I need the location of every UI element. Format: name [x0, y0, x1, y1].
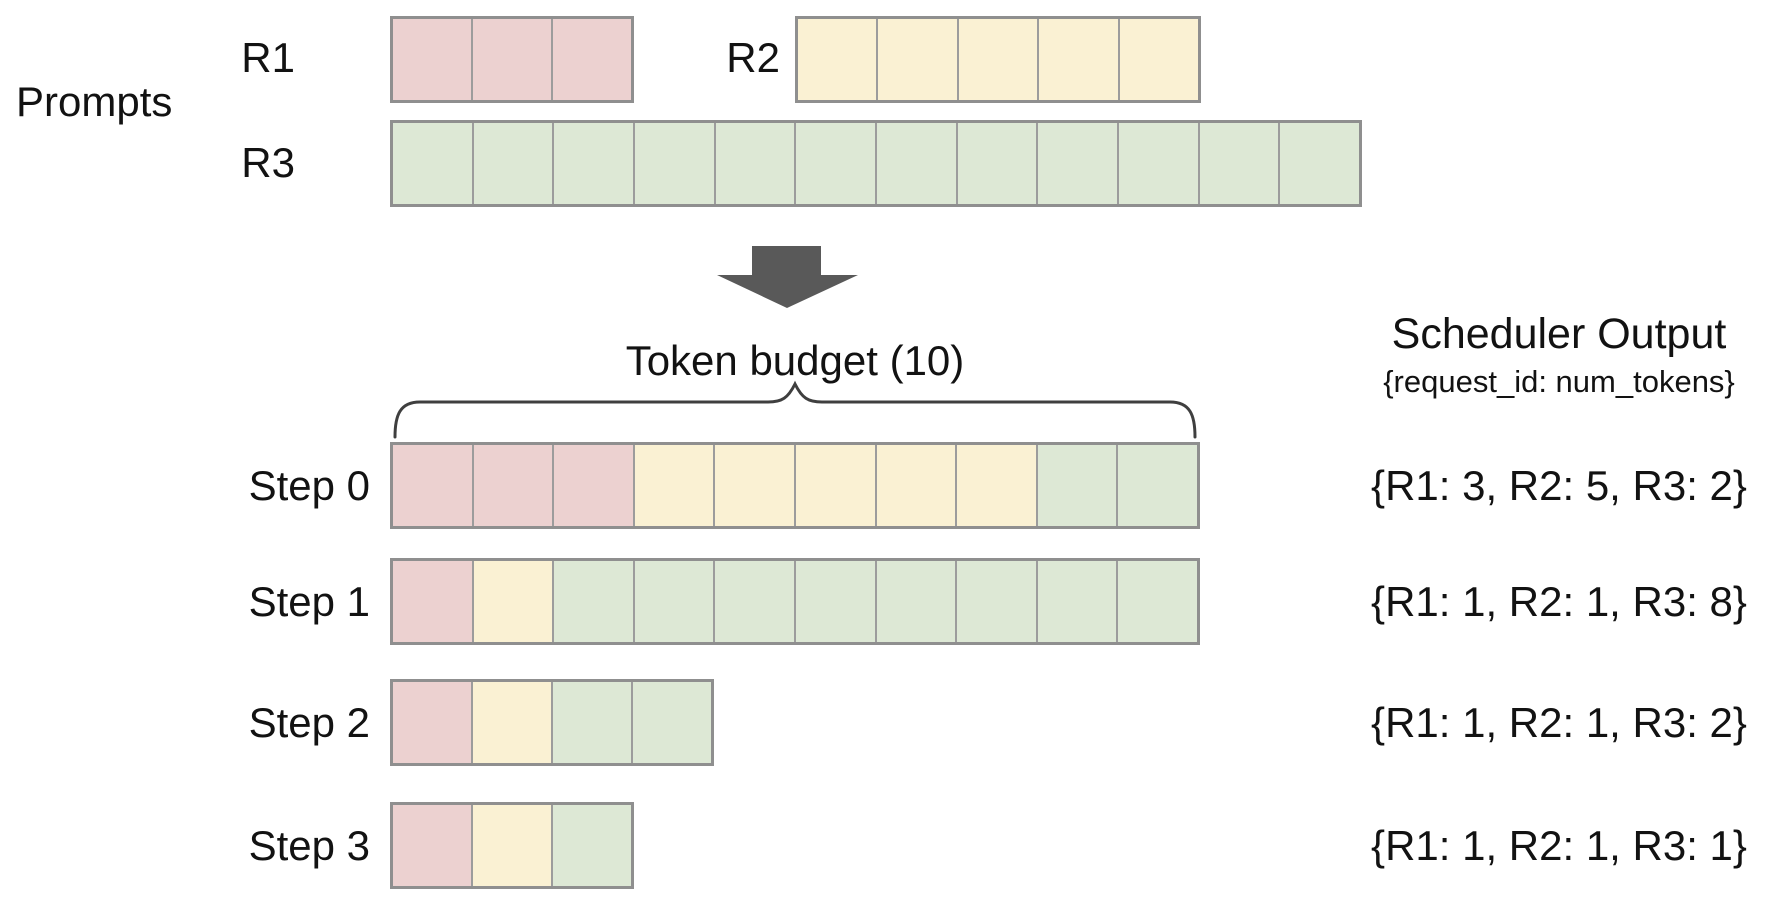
token-cell-r3 — [715, 123, 797, 204]
token-cell-r1 — [473, 19, 553, 100]
token-cell-r3 — [1037, 561, 1119, 642]
token-cell-r3 — [796, 123, 878, 204]
token-cell-r3 — [1118, 561, 1197, 642]
token-cell-r2 — [1039, 19, 1120, 100]
token-cell-r2 — [473, 805, 553, 886]
scheduler-output-title: Scheduler Output — [1391, 310, 1727, 358]
prompt-row-label-r1: R1 — [241, 34, 295, 81]
token-cell-r3 — [1119, 123, 1200, 204]
token-cell-r3 — [795, 561, 877, 642]
step-3-row — [390, 802, 634, 889]
step-2-output: {R1: 1, R2: 1, R3: 2} — [1371, 699, 1747, 746]
step-3-output: {R1: 1, R2: 1, R3: 1} — [1371, 822, 1747, 869]
token-cell-r3 — [393, 123, 474, 204]
token-cell-r3 — [635, 123, 716, 204]
token-cell-r3 — [957, 123, 1039, 204]
token-cell-r2 — [634, 445, 716, 526]
step-2-label: Step 2 — [248, 699, 370, 746]
step-1-label: Step 1 — [248, 578, 370, 625]
prompt-row-r2 — [795, 16, 1201, 103]
token-cell-r1 — [473, 445, 555, 526]
token-cell-r1 — [554, 445, 635, 526]
token-cell-r2 — [473, 682, 553, 763]
down-arrow-icon — [717, 246, 858, 308]
step-2-row — [390, 679, 714, 766]
token-cell-r3 — [634, 561, 716, 642]
token-cell-r3 — [877, 123, 958, 204]
token-cell-r2 — [473, 561, 555, 642]
prompts-label: Prompts — [16, 78, 173, 125]
token-cell-r3 — [957, 561, 1038, 642]
step-1-row — [390, 558, 1200, 645]
step-0-row — [390, 442, 1200, 529]
token-cell-r3 — [1037, 445, 1119, 526]
token-cell-r3 — [715, 561, 796, 642]
token-cell-r1 — [393, 805, 473, 886]
token-cell-r3 — [553, 805, 631, 886]
token-cell-r3 — [876, 561, 958, 642]
prompt-row-label-r2: R2 — [726, 34, 780, 81]
token-cell-r3 — [633, 682, 711, 763]
token-cell-r2 — [876, 445, 958, 526]
prompt-row-r1 — [390, 16, 634, 103]
step-0-label: Step 0 — [248, 462, 370, 509]
token-budget-brace — [393, 380, 1197, 439]
token-cell-r1 — [553, 19, 631, 100]
token-cell-r1 — [393, 682, 473, 763]
token-cell-r3 — [1118, 445, 1197, 526]
token-cell-r3 — [473, 123, 555, 204]
token-cell-r2 — [958, 19, 1040, 100]
token-cell-r2 — [795, 445, 877, 526]
token-cell-r3 — [1038, 123, 1120, 204]
token-cell-r2 — [878, 19, 959, 100]
token-cell-r2 — [957, 445, 1038, 526]
token-cell-r3 — [554, 123, 636, 204]
step-0-output: {R1: 3, R2: 5, R3: 2} — [1371, 462, 1747, 509]
token-cell-r3 — [1280, 123, 1360, 204]
scheduler-output-subtitle: {request_id: num_tokens} — [1383, 364, 1735, 399]
step-3-label: Step 3 — [248, 822, 370, 869]
token-cell-r1 — [393, 561, 474, 642]
token-cell-r3 — [554, 561, 635, 642]
token-cell-r3 — [1199, 123, 1281, 204]
token-cell-r2 — [798, 19, 879, 100]
prompt-row-label-r3: R3 — [241, 139, 295, 186]
prompt-row-r3 — [390, 120, 1362, 207]
token-cell-r2 — [1119, 19, 1199, 100]
token-cell-r3 — [553, 682, 633, 763]
step-1-output: {R1: 1, R2: 1, R3: 8} — [1371, 578, 1747, 625]
token-budget-label: Token budget (10) — [625, 337, 965, 384]
token-cell-r2 — [715, 445, 796, 526]
token-cell-r1 — [393, 445, 474, 526]
token-cell-r1 — [393, 19, 473, 100]
